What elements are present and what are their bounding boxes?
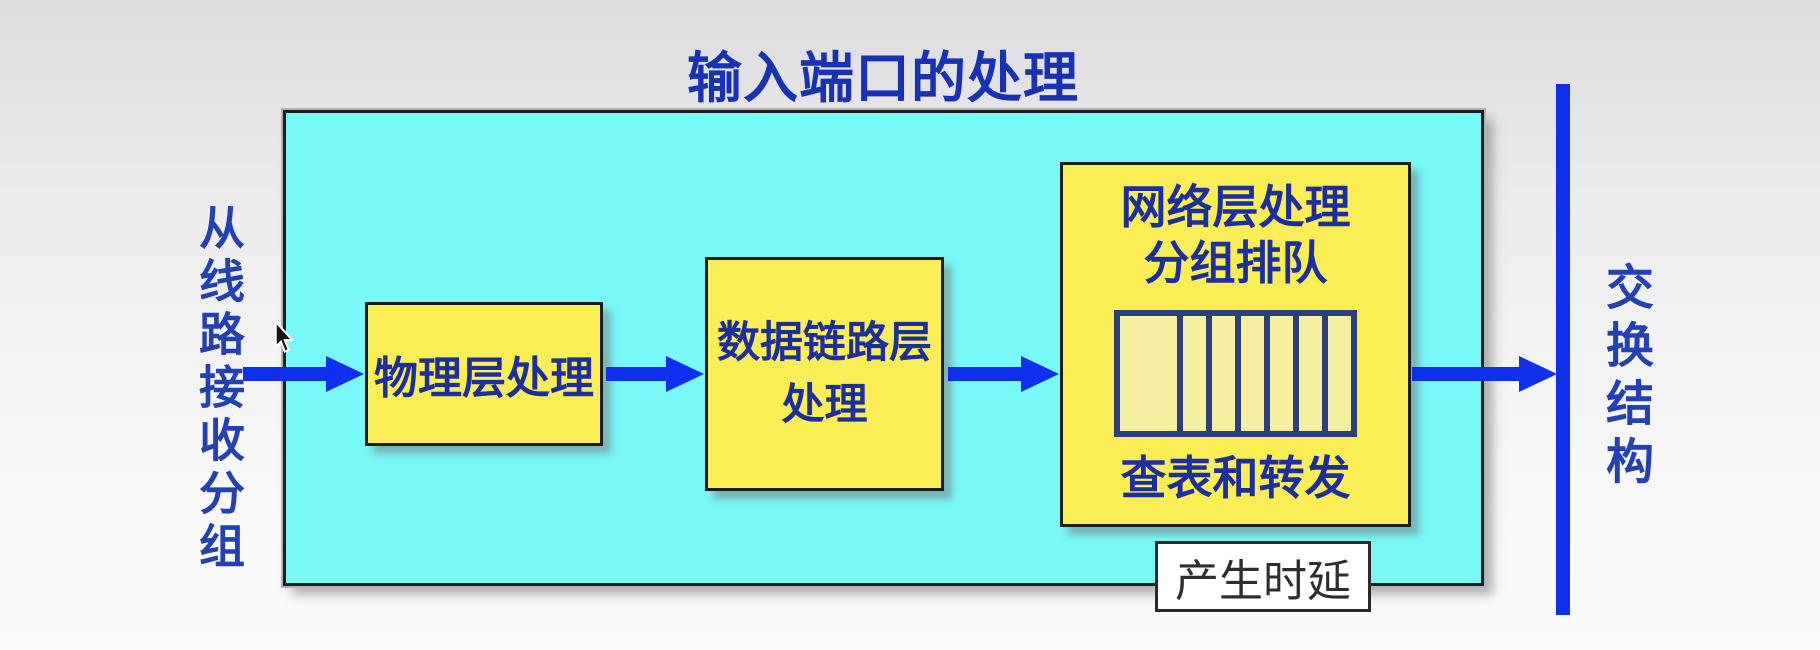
- lookup-forward-label: 查表和转发: [1120, 451, 1351, 505]
- queue-slot: [1264, 316, 1293, 431]
- right-arrow-icon: [1021, 356, 1059, 392]
- flow-arrow-physical-to-datalink: [606, 356, 704, 392]
- delay-note: 产生时延: [1155, 541, 1371, 612]
- page-title: 输入端口的处理: [686, 46, 1079, 110]
- flow-arrow-network-to-fabric: [1412, 356, 1557, 392]
- arrow-shaft: [606, 367, 670, 381]
- arrow-shaft: [1412, 367, 1523, 381]
- queue-slot: [1293, 316, 1322, 431]
- queue-slot: [1322, 316, 1351, 431]
- network-layer-label-line2: 分组排队: [1143, 236, 1328, 290]
- flow-arrow-line-to-physical: [243, 356, 364, 392]
- right-arrow-icon: [1519, 356, 1557, 392]
- datalink-layer-label-line1: 数据链路层: [717, 318, 932, 368]
- arrow-shaft: [243, 367, 330, 381]
- right-arrow-icon: [326, 356, 364, 392]
- physical-layer-box: 物理层处理: [365, 302, 603, 446]
- switch-fabric-label: 交换结构: [1597, 262, 1653, 494]
- packet-queue: [1114, 310, 1357, 437]
- arrow-shaft: [948, 367, 1025, 381]
- mouse-pointer-icon: [274, 321, 295, 353]
- datalink-layer-box: 数据链路层 处理: [705, 257, 944, 491]
- switch-fabric-bar: [1556, 84, 1570, 615]
- datalink-layer-label-line2: 处理: [781, 380, 868, 430]
- queue-slot: [1177, 316, 1206, 431]
- network-layer-label-line1: 网络层处理: [1120, 180, 1351, 234]
- right-arrow-icon: [666, 356, 704, 392]
- physical-layer-label: 物理层处理: [374, 353, 594, 404]
- queue-slot: [1235, 316, 1264, 431]
- network-layer-box: 网络层处理 分组排队 查表和转发: [1060, 162, 1411, 527]
- queue-slot: [1206, 316, 1235, 431]
- delay-note-label: 产生时延: [1175, 556, 1351, 606]
- receive-from-line-label: 从线路接收分组: [192, 204, 246, 575]
- queue-empty-cell: [1120, 316, 1177, 431]
- flow-arrow-datalink-to-network: [948, 356, 1059, 392]
